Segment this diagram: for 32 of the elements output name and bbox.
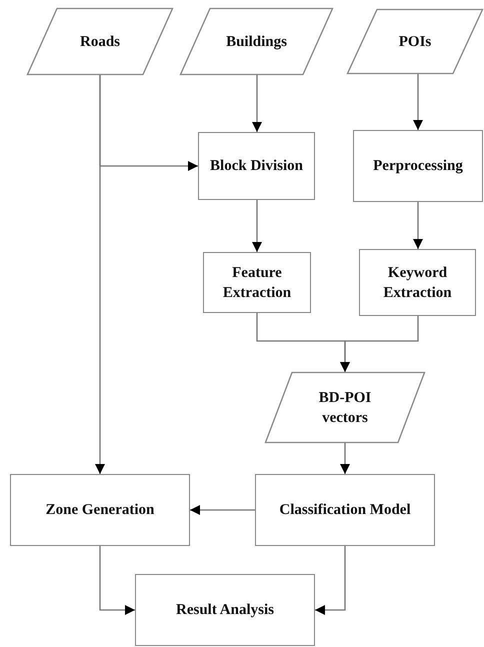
node-label: Roads <box>78 32 121 52</box>
process-box <box>10 474 190 546</box>
data-parallelogram <box>265 372 425 443</box>
node-label: Block Division <box>209 157 304 176</box>
node-label: Classification Model <box>278 501 412 520</box>
node-label: Buildings <box>225 32 288 52</box>
process-box <box>203 252 311 313</box>
process-box <box>135 574 315 646</box>
arrow <box>413 74 423 130</box>
arrow <box>99 546 135 615</box>
arrow <box>413 202 423 249</box>
node-label: Keyword Extraction <box>382 264 453 302</box>
arrow <box>340 443 350 474</box>
arrow <box>252 75 262 132</box>
process-box <box>255 474 435 546</box>
node-label: Feature Extraction <box>222 264 292 302</box>
arrow <box>315 546 346 615</box>
arrow <box>190 505 255 515</box>
data-parallelogram <box>347 9 483 74</box>
arrow <box>252 200 262 252</box>
process-box <box>353 130 483 202</box>
node-label: Result Analysis <box>175 601 275 620</box>
arrow <box>99 75 198 171</box>
node-label: POIs <box>398 32 432 52</box>
node-label: Zone Generation <box>44 501 156 520</box>
process-box <box>359 249 476 316</box>
data-parallelogram <box>180 8 333 75</box>
node-label: Perprocessing <box>372 157 464 176</box>
node-label: BD-POI vectors <box>318 388 372 428</box>
arrow <box>340 316 419 372</box>
process-box <box>198 132 315 200</box>
data-parallelogram <box>27 8 173 75</box>
